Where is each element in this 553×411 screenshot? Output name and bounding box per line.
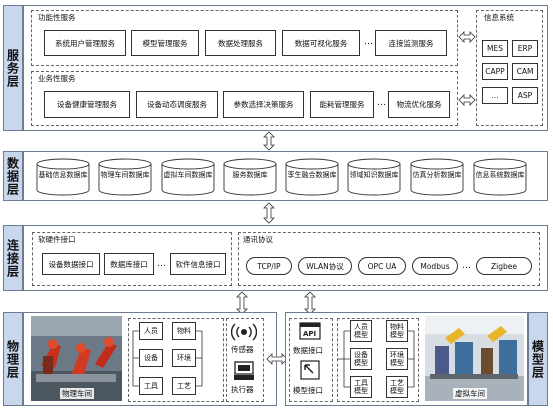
connector-lines (337, 330, 415, 388)
protocol-item: OPC UA (358, 257, 406, 275)
physical-workshop-caption: 物理车间 (60, 388, 94, 399)
functional-service-item: 连接监测服务 (375, 30, 447, 56)
protocol-item: WLAN协议 (298, 257, 352, 275)
protocol-item: Modbus (412, 257, 458, 275)
actuator-label: 执行器 (231, 385, 254, 394)
business-service-item: 设备动态调度服务 (136, 91, 218, 118)
double-arrow-icon (458, 31, 476, 43)
vertical-double-arrow-icon (263, 202, 275, 224)
database-label: 孪生融合数据库 (287, 171, 337, 179)
functional-service-item: 系统用户管理服务 (44, 30, 126, 56)
database-label: 基础信息数据库 (38, 171, 88, 179)
element-personnel: 人员 (139, 322, 163, 340)
database-label: 物理车间数据库 (100, 171, 150, 179)
ellipsis: … (462, 261, 472, 271)
virtual-workshop-image (425, 316, 524, 401)
business-service-item: 能耗管理服务 (310, 91, 374, 118)
database-label: 虚拟车间数据库 (163, 171, 213, 179)
info-systems-title: 信息系统 (484, 13, 514, 22)
svg-text:API: API (303, 330, 316, 338)
functional-service-item: 数据可视化服务 (282, 30, 360, 56)
connect-layer-label: 连接层 (3, 225, 23, 291)
database-cylinder: 物理车间数据库 (98, 158, 152, 196)
communication-protocols (238, 232, 540, 286)
service-layer-label: 服务层 (3, 5, 23, 131)
physical-workshop-photo (31, 316, 122, 401)
element-process: 工艺 (172, 377, 196, 395)
model-element-material: 物料模型 (386, 320, 408, 342)
double-arrow-icon (458, 94, 476, 106)
database-cylinder: 领域知识数据库 (347, 158, 401, 196)
model-element-equipment: 设备模型 (350, 348, 372, 370)
model-element-environment: 环境模型 (386, 348, 408, 370)
software-hardware-interfaces (32, 232, 232, 286)
database-label: 仿真分析数据库 (412, 171, 462, 179)
business-services-title: 业务性服务 (38, 74, 76, 83)
protocol-item: TCP/IP (246, 257, 292, 275)
ellipsis: … (377, 98, 387, 108)
vertical-double-arrow-icon (263, 131, 275, 151)
model-element-tools: 工具模型 (350, 376, 372, 398)
info-systems (476, 10, 543, 126)
data-interface-label: 数据接口 (293, 346, 323, 355)
physical-elements-group (128, 318, 224, 402)
database-cylinder: 孪生融合数据库 (285, 158, 339, 196)
interface-item: 数据库接口 (104, 253, 154, 275)
ellipsis: … (157, 259, 167, 269)
database-cylinder: 信息系统数据库 (473, 158, 527, 196)
physical-layer-label: 物理层 (3, 312, 23, 406)
database-cylinder: 基础信息数据库 (36, 158, 90, 196)
model-element-process: 工艺模型 (386, 376, 408, 398)
database-cylinder: 虚拟车间数据库 (161, 158, 215, 196)
functional-services-title: 功能性服务 (38, 13, 76, 22)
model-interface-label: 模型接口 (293, 386, 323, 395)
element-tools: 工具 (139, 377, 163, 395)
sensor-icon (231, 323, 257, 341)
communication-protocols-title: 通讯协议 (243, 235, 273, 244)
model-elements-group (337, 318, 419, 402)
interface-item: 软件信息接口 (170, 253, 226, 275)
protocol-item: Zigbee (476, 257, 532, 275)
virtual-workshop-caption: 虚拟车间 (453, 388, 487, 399)
data-layer-label: 数据层 (3, 151, 23, 201)
api-icon: API (299, 322, 321, 340)
functional-service-item: 模型管理服务 (131, 30, 199, 56)
element-environment: 环境 (172, 349, 196, 367)
info-system-item: CAM (512, 63, 538, 80)
model-element-personnel: 人员模型 (350, 320, 372, 342)
database-label: 领域知识数据库 (349, 171, 399, 179)
ellipsis: … (364, 37, 374, 47)
model-interfaces-group (289, 318, 333, 402)
info-system-item: … (482, 87, 508, 104)
interface-item: 设备数据接口 (42, 253, 100, 275)
business-service-item: 设备健康管理服务 (44, 91, 130, 118)
database-cylinder: 仿真分析数据库 (410, 158, 464, 196)
model-interface-icon (300, 360, 320, 380)
database-cylinder: 服务数据库 (223, 158, 277, 196)
info-system-item: ASP (512, 87, 538, 104)
info-system-item: MES (482, 40, 508, 57)
database-label: 服务数据库 (232, 171, 268, 179)
business-services (31, 71, 458, 126)
connector-lines (132, 330, 203, 387)
model-layer-label: 模型层 (528, 312, 548, 406)
sensor-actuator-group (226, 318, 264, 402)
business-service-item: 物流优化服务 (388, 91, 450, 118)
business-service-item: 参数选择决策服务 (223, 91, 304, 118)
element-material: 物料 (172, 322, 196, 340)
functional-services (31, 10, 458, 66)
functional-service-item: 数据处理服务 (205, 30, 276, 56)
sensor-label: 传感器 (231, 345, 254, 354)
info-system-item: ERP (512, 40, 538, 57)
element-equipment: 设备 (139, 349, 163, 367)
database-label: 信息系统数据库 (475, 171, 525, 179)
info-system-item: CAPP (482, 63, 508, 80)
software-hardware-interfaces-title: 软硬件接口 (38, 235, 76, 244)
actuator-icon (234, 361, 254, 380)
